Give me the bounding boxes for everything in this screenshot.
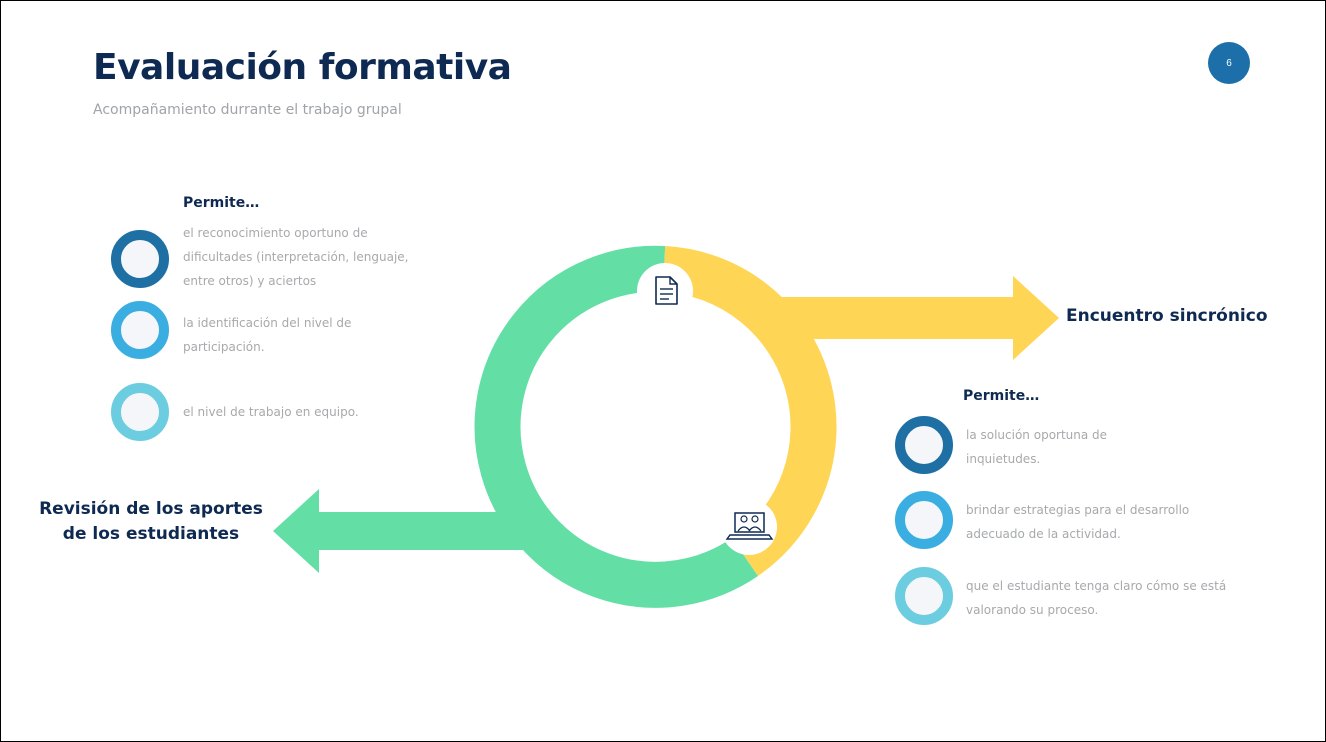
left-item-ring-2 [111, 301, 169, 359]
left-item-ring-1 [111, 230, 169, 288]
yellow-ring-arc [662, 246, 837, 576]
right-item-ring-1 [895, 416, 953, 474]
right-arrow-shaft [781, 297, 1016, 339]
right-item-ring-3 [895, 567, 953, 625]
left-item-text-1: el reconocimiento oportuno de dificultad… [183, 226, 409, 288]
slide-title: Evaluación formativa [93, 47, 512, 88]
left-item-text-2: la identificación del nivel de participa… [183, 316, 352, 354]
slide-subtitle: Acompañamiento durrante el trabajo grupa… [93, 102, 402, 118]
left-item-ring-3 [111, 383, 169, 441]
document-icon [637, 263, 693, 319]
left-item-text-3: el nivel de trabajo en equipo. [183, 405, 359, 419]
label-encuentro-sincronico: Encuentro sincrónico [1066, 306, 1268, 326]
green-ring-arc [474, 245, 758, 608]
label-revision-aportes: Revisión de los aportes de los estudiant… [39, 499, 263, 544]
right-item-text-3: que el estudiante tenga claro cómo se es… [966, 579, 1227, 617]
right-arrow-head [1013, 276, 1059, 360]
right-permite-heading: Permite… [963, 388, 1040, 404]
left-permite-heading: Permite… [183, 195, 260, 211]
left-arrow-head [273, 489, 319, 573]
right-item-text-1: la solución oportuna de inquietudes. [966, 428, 1108, 466]
right-item-ring-2 [895, 491, 953, 549]
right-item-text-2: brindar estrategias para el desarrollo a… [966, 503, 1190, 541]
video-conference-icon [721, 499, 777, 555]
page-number-badge: 6 [1208, 42, 1250, 84]
